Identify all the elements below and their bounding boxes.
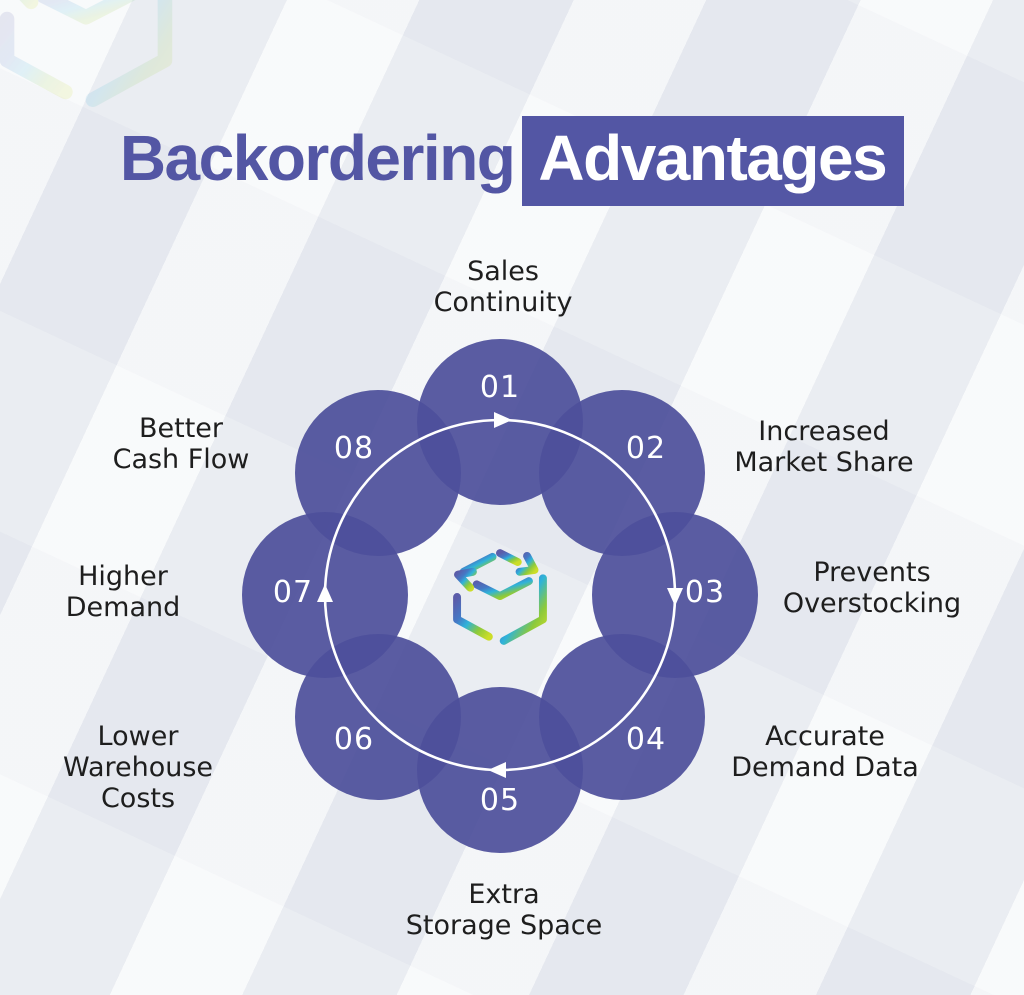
title-highlight-box: Advantages: [522, 116, 905, 206]
advantage-number-02: 02: [625, 431, 667, 466]
advantage-label-better-cash-flow: Better Cash Flow: [112, 413, 250, 475]
advantage-number-05: 05: [479, 783, 521, 818]
cube-logo-icon: [444, 541, 556, 653]
advantage-number-01: 01: [479, 370, 521, 405]
advantage-number-03: 03: [684, 575, 726, 610]
cube-logo-watermark: [0, 0, 189, 122]
advantage-label-higher-demand: Higher Demand: [65, 561, 181, 623]
advantage-number-06: 06: [333, 722, 375, 757]
advantage-label-extra-storage-space: Extra Storage Space: [405, 879, 603, 941]
advantage-label-lower-warehouse-costs: Lower Warehouse Costs: [62, 721, 214, 814]
advantage-number-08: 08: [333, 431, 375, 466]
advantage-label-sales-continuity: Sales Continuity: [433, 256, 573, 318]
advantage-circle-08: [295, 390, 461, 556]
advantage-number-04: 04: [625, 722, 667, 757]
advantage-number-07: 07: [272, 575, 314, 610]
title-prefix: Backordering: [119, 122, 516, 194]
page-title: Backordering Advantages: [0, 116, 1024, 206]
advantage-label-prevents-overstocking: Prevents Overstocking: [782, 557, 962, 619]
advantage-label-accurate-demand-data: Accurate Demand Data: [731, 721, 919, 783]
advantage-label-increased-market-share: Increased Market Share: [734, 416, 914, 478]
